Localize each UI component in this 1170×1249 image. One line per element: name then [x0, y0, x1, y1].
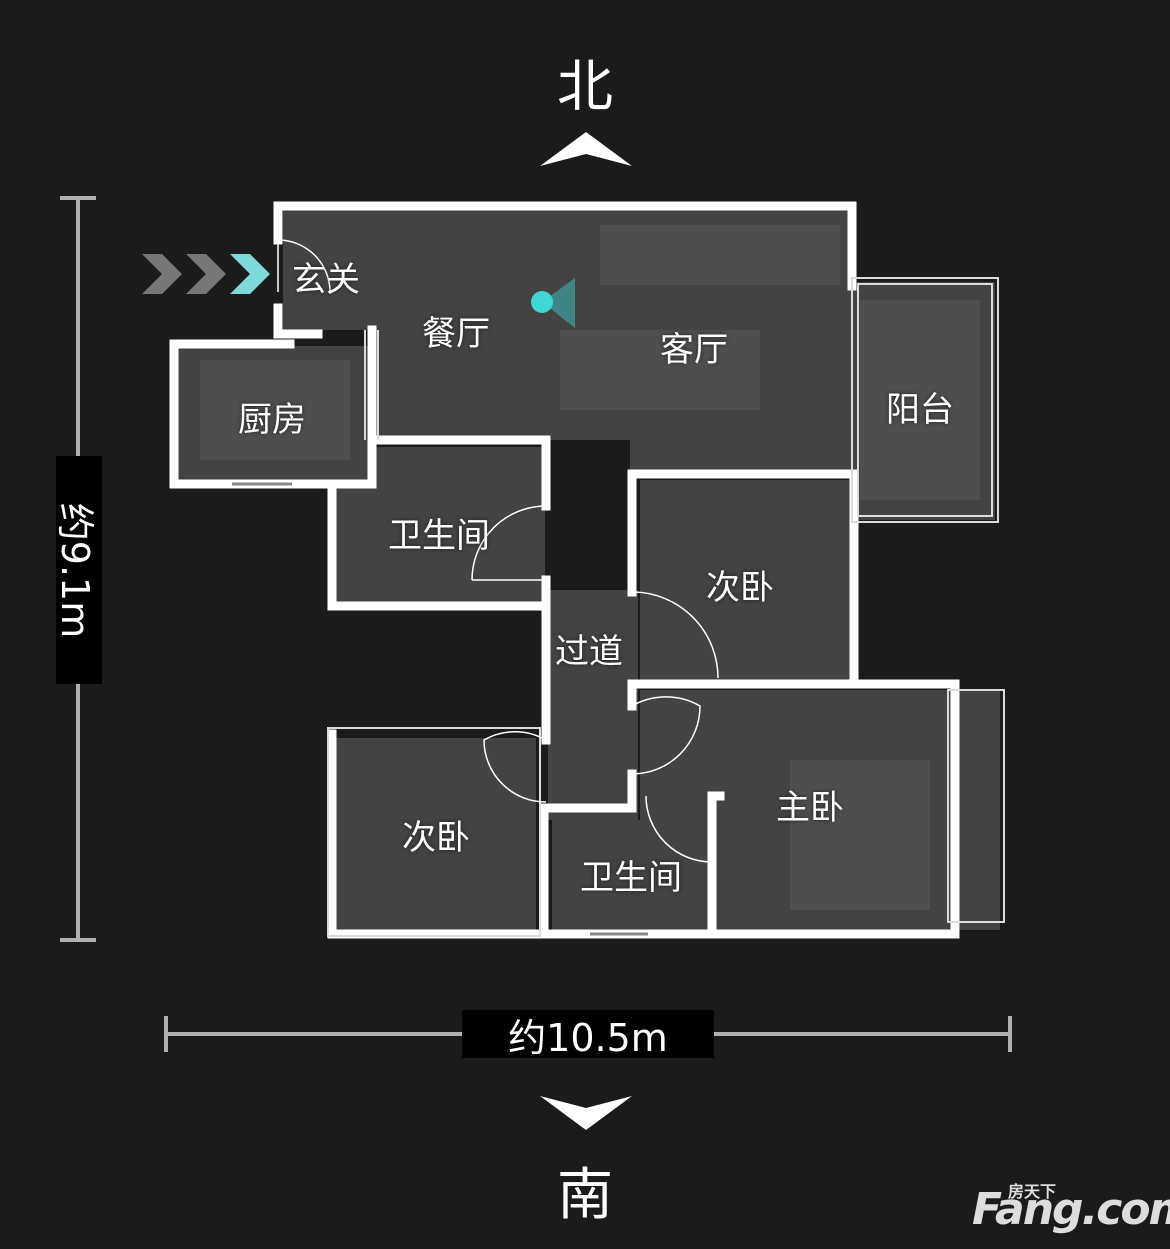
room-bathroom-1: 卫生间 [388, 516, 490, 556]
fang-logo: Fang.com 房天下 [972, 1178, 1170, 1238]
room-master-bedroom: 主卧 [776, 788, 844, 828]
logo-cn-text: 房天下 [1008, 1182, 1057, 1201]
south-label: 南 [557, 1163, 613, 1228]
room-living: 客厅 [660, 330, 728, 370]
room-hallway: 过道 [555, 632, 623, 672]
room-bedroom-3: 次卧 [402, 818, 470, 858]
height-dimension: 约9.1m [54, 456, 102, 684]
north-label: 北 [557, 55, 613, 120]
room-bedroom-2: 次卧 [706, 568, 774, 608]
room-balcony: 阳台 [886, 390, 954, 430]
north-arrow-icon [540, 132, 632, 166]
room-dining: 餐厅 [422, 314, 490, 354]
south-arrow-icon [540, 1096, 632, 1130]
height-dimension-label: 约9.1m [53, 502, 98, 638]
room-kitchen: 厨房 [238, 400, 306, 440]
room-entrance: 玄关 [292, 260, 360, 300]
width-dimension: 约10.5m [462, 1010, 714, 1060]
logo-text: Fang.com [972, 1184, 1170, 1235]
room-bathroom-2: 卫生间 [580, 858, 682, 898]
